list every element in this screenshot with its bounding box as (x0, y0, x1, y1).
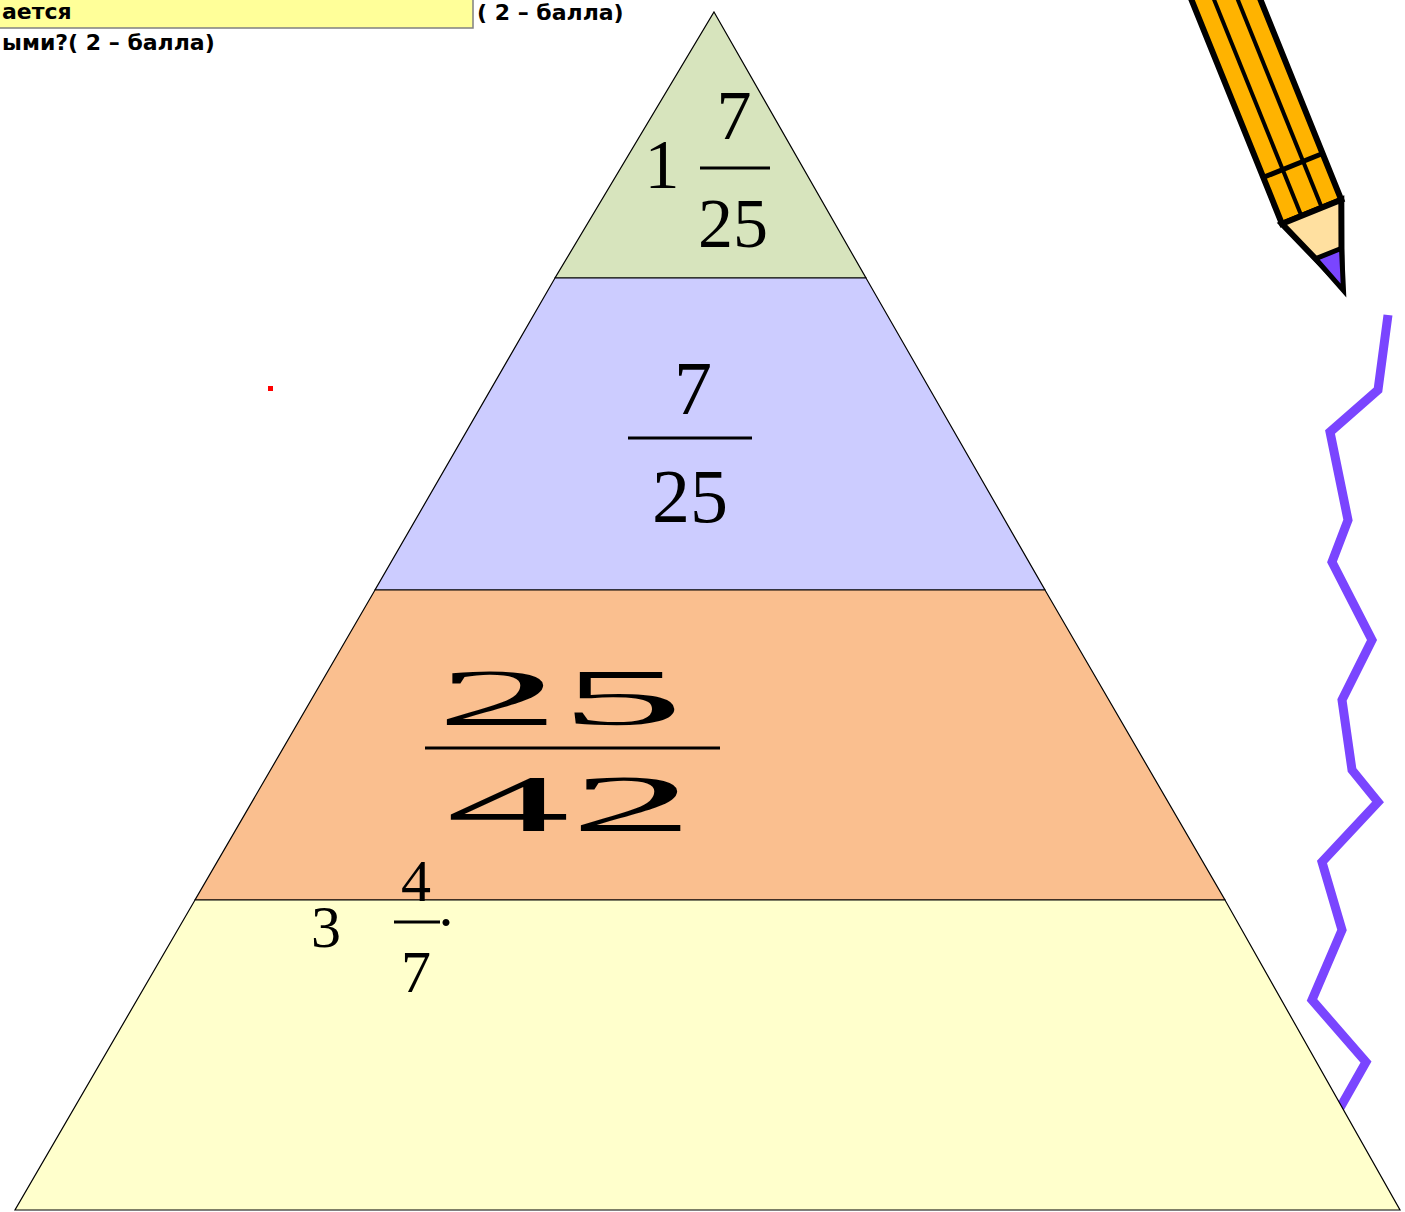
fraction-part: 7 (401, 942, 431, 1002)
fraction-part: 3 (311, 897, 341, 957)
fraction-part: 42 (446, 764, 694, 844)
box-shape (0, 0, 473, 28)
pencil-icon (1188, 0, 1373, 303)
fraction-part: 25 (698, 189, 768, 259)
band-outline (375, 278, 1045, 590)
pyramid-band: 725 (375, 278, 1045, 590)
fraction-part: 4 (401, 851, 431, 911)
pyramid-band: 1725 (555, 12, 866, 278)
pyramid-band: 347· (15, 900, 1400, 1210)
question-text: ыми?( 2 – балла) (2, 32, 215, 54)
question-box: аетсяыми?( 2 – балла) (0, 0, 473, 28)
purple-squiggle (1312, 315, 1388, 1172)
band-shape (195, 590, 1225, 900)
fraction-part: 25 (652, 458, 728, 534)
fraction-part: · (436, 892, 456, 952)
band-shape (555, 12, 866, 278)
band-outline (15, 900, 1400, 1210)
fraction-bar (628, 437, 752, 440)
fraction-part: 7 (674, 350, 712, 426)
score-note: ( 2 – балла) (477, 0, 624, 26)
pyramid-band: 2542 (195, 590, 1225, 900)
band-outline (195, 590, 1225, 900)
band-shape (375, 278, 1045, 590)
fraction-bar (700, 167, 770, 170)
fraction-part: 7 (717, 81, 752, 151)
question-text: ается (2, 1, 72, 23)
fraction-bar (425, 747, 720, 750)
fraction-bar (394, 921, 440, 924)
fraction-part: 25 (436, 658, 684, 738)
red-dot (268, 386, 273, 391)
band-shape (15, 900, 1400, 1210)
fraction-part: 1 (645, 130, 680, 200)
